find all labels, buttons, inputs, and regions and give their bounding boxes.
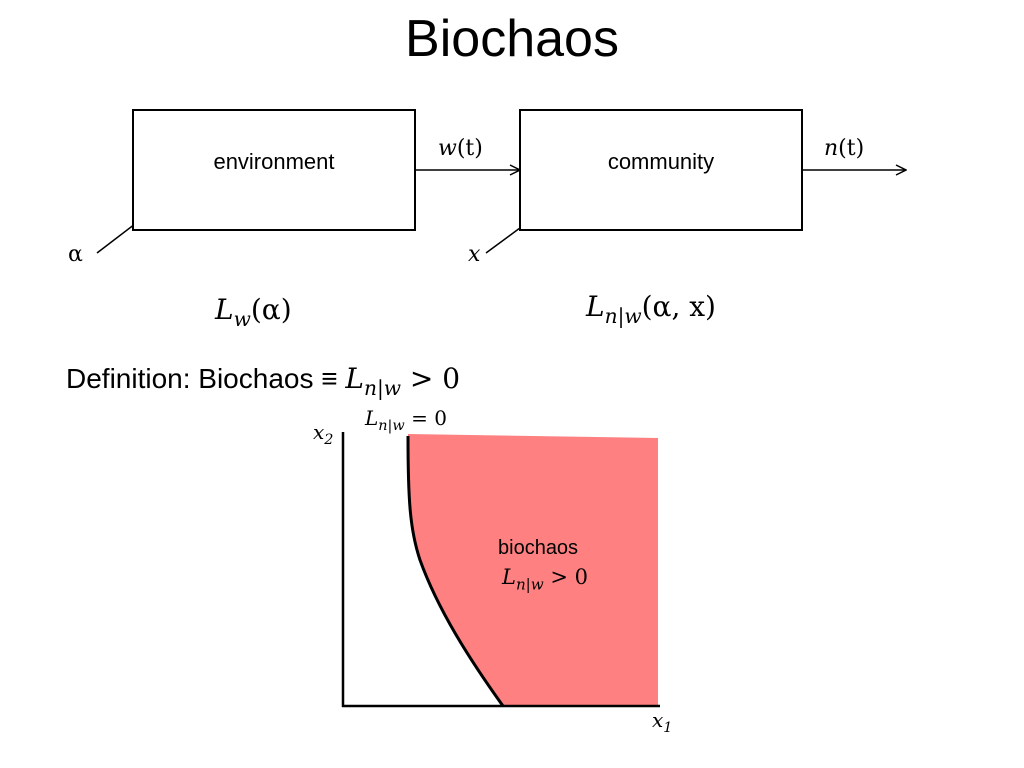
biochaos-region-label: biochaos bbox=[498, 537, 579, 559]
w-signal-label: w(t) bbox=[438, 136, 483, 161]
x-parameter-label: x bbox=[468, 242, 481, 267]
community-box: community bbox=[519, 109, 803, 231]
n-signal-label: n(t) bbox=[824, 136, 865, 161]
boundary-label: Ln|w = 0 bbox=[365, 406, 447, 435]
community-label: community bbox=[607, 149, 715, 174]
biochaos-region bbox=[408, 434, 658, 706]
environment-label: environment bbox=[213, 149, 335, 174]
y-axis-label: x2 bbox=[313, 420, 334, 449]
definition-text: Definition: Biochaos ≡ Ln|w > 0 bbox=[66, 362, 461, 401]
x-axis-label: x1 bbox=[652, 708, 673, 737]
community-lyapunov-label: Ln|w(α, x) bbox=[586, 290, 716, 329]
boundary-curve bbox=[406, 435, 505, 707]
environment-box: environment bbox=[132, 109, 416, 231]
alpha-parameter-label: α bbox=[68, 242, 83, 267]
slide-title: Biochaos bbox=[405, 10, 619, 68]
environment-lyapunov-label: Lw(α) bbox=[215, 293, 292, 332]
biochaos-condition-label: Ln|w > 0 bbox=[502, 565, 589, 594]
alpha-connector-line bbox=[96, 223, 136, 254]
